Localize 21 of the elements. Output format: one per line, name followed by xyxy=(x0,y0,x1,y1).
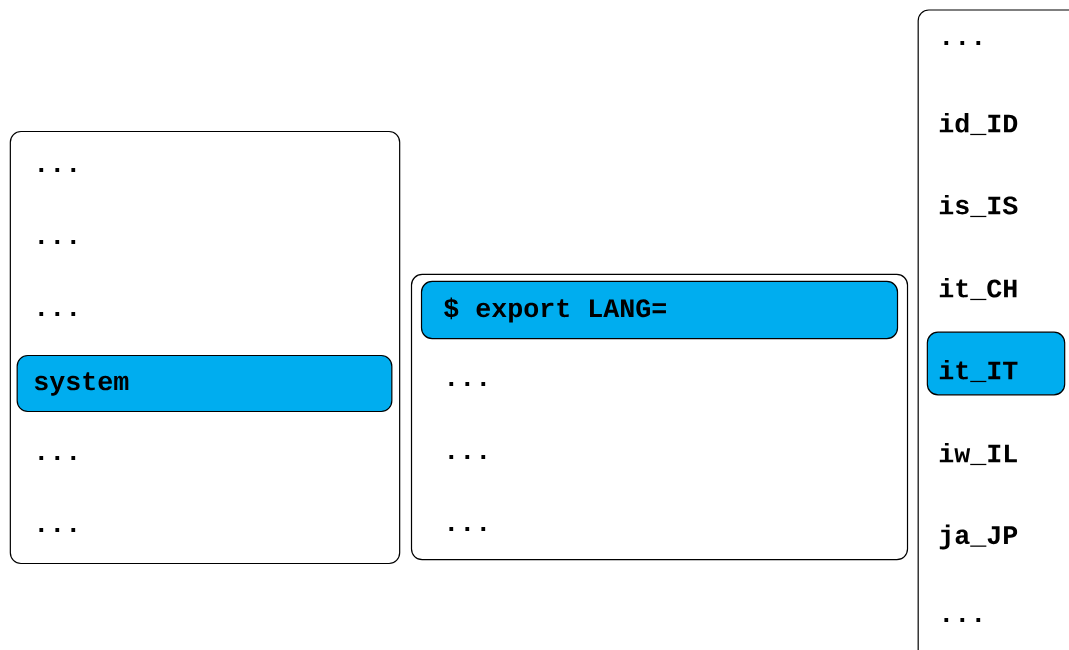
menu-item: ... xyxy=(39,528,76,532)
menu-item: ... xyxy=(39,168,76,172)
menu-item: ja_JP xyxy=(939,524,1018,550)
menu-item: ... xyxy=(449,527,486,531)
menu-panel xyxy=(917,9,1069,650)
menu-panel xyxy=(9,130,401,565)
menu-item: it_CH xyxy=(939,277,1017,301)
selected-item: it_IT xyxy=(926,331,1066,396)
selected-item: system xyxy=(16,354,393,413)
menu-item: ... xyxy=(944,41,981,45)
menu-item: id_ID xyxy=(939,112,1018,136)
menu-item: ... xyxy=(39,240,76,244)
menu-item: ... xyxy=(449,382,486,386)
menu-item: ... xyxy=(449,455,486,459)
menu-item: ... xyxy=(39,456,76,460)
menu-item: ... xyxy=(39,312,76,316)
menu-panel xyxy=(410,273,909,561)
selected-item: $ export LANG= xyxy=(420,280,899,340)
menu-item: iw_IL xyxy=(939,442,1017,466)
menu-item: is_IS xyxy=(939,194,1018,218)
menu-item: ... xyxy=(944,618,981,622)
